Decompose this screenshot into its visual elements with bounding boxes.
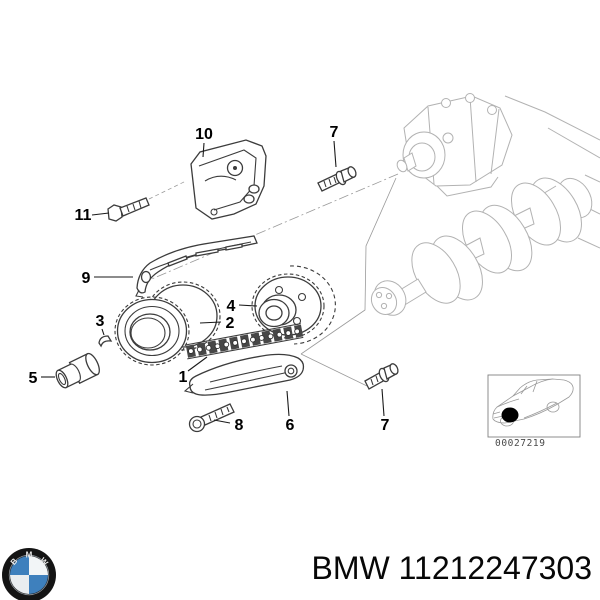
callout-6-label: 6 [286, 417, 295, 434]
bmw-logo-quadrant-blue-br [29, 575, 48, 594]
callout-11-label: 11 [75, 207, 92, 224]
bmw-logo-letter-w: W [38, 556, 50, 568]
part-5-bushing [55, 352, 100, 389]
part-number-value: 11212247303 [398, 550, 592, 586]
bmw-logo-quadrant-white-tr [29, 556, 48, 575]
brand-text: BMW [311, 550, 390, 586]
crankshaft [370, 177, 593, 316]
part-number-text: BMW 11212247303 [312, 550, 592, 587]
callout-7-bottom-label: 7 [381, 417, 390, 434]
part-11-bolt [107, 197, 150, 222]
callout-3-label: 3 [96, 313, 105, 330]
construction-lines [139, 173, 399, 387]
part-7-bolt-bottom [364, 363, 399, 390]
callout-labels: 10 11 7 9 3 4 2 1 5 8 6 7 [29, 124, 390, 434]
callout-5-label: 5 [29, 370, 38, 387]
callout-2-label: 2 [226, 315, 235, 332]
image-code: 00027219 [495, 438, 546, 449]
car-thumbnail-box [487, 374, 581, 438]
car-outline [492, 378, 574, 427]
bmw-logo: B M W [2, 548, 56, 600]
bmw-logo-quadrant-white-bl [10, 575, 29, 594]
callout-4-label: 4 [227, 298, 236, 315]
part-1-timing-chain [184, 323, 304, 360]
bmw-logo-letter-m: M [26, 551, 33, 560]
injection-pump [396, 93, 513, 197]
callout-8-label: 8 [235, 417, 244, 434]
callout-9-label: 9 [82, 270, 91, 287]
position-dot [501, 407, 519, 423]
leader-lines [41, 140, 385, 424]
car-thumbnail: 00027219 [487, 374, 581, 449]
part-6-tensioner-rail [183, 353, 305, 396]
part-10-bracket [190, 139, 267, 220]
callout-7-top-label: 7 [330, 124, 339, 141]
bmw-logo-quadrant-blue-tl [10, 556, 29, 575]
callout-1-label: 1 [179, 369, 188, 386]
part-2-sprocket [114, 281, 221, 366]
part-8-bolt [188, 403, 235, 433]
bmw-logo-letter-b: B [9, 556, 20, 566]
callout-10-label: 10 [195, 126, 213, 143]
part-3-key [98, 335, 113, 348]
part-4-sprocket [251, 265, 336, 345]
part-7-bolt-top [317, 166, 357, 192]
part-9-guide-rail [135, 235, 258, 298]
